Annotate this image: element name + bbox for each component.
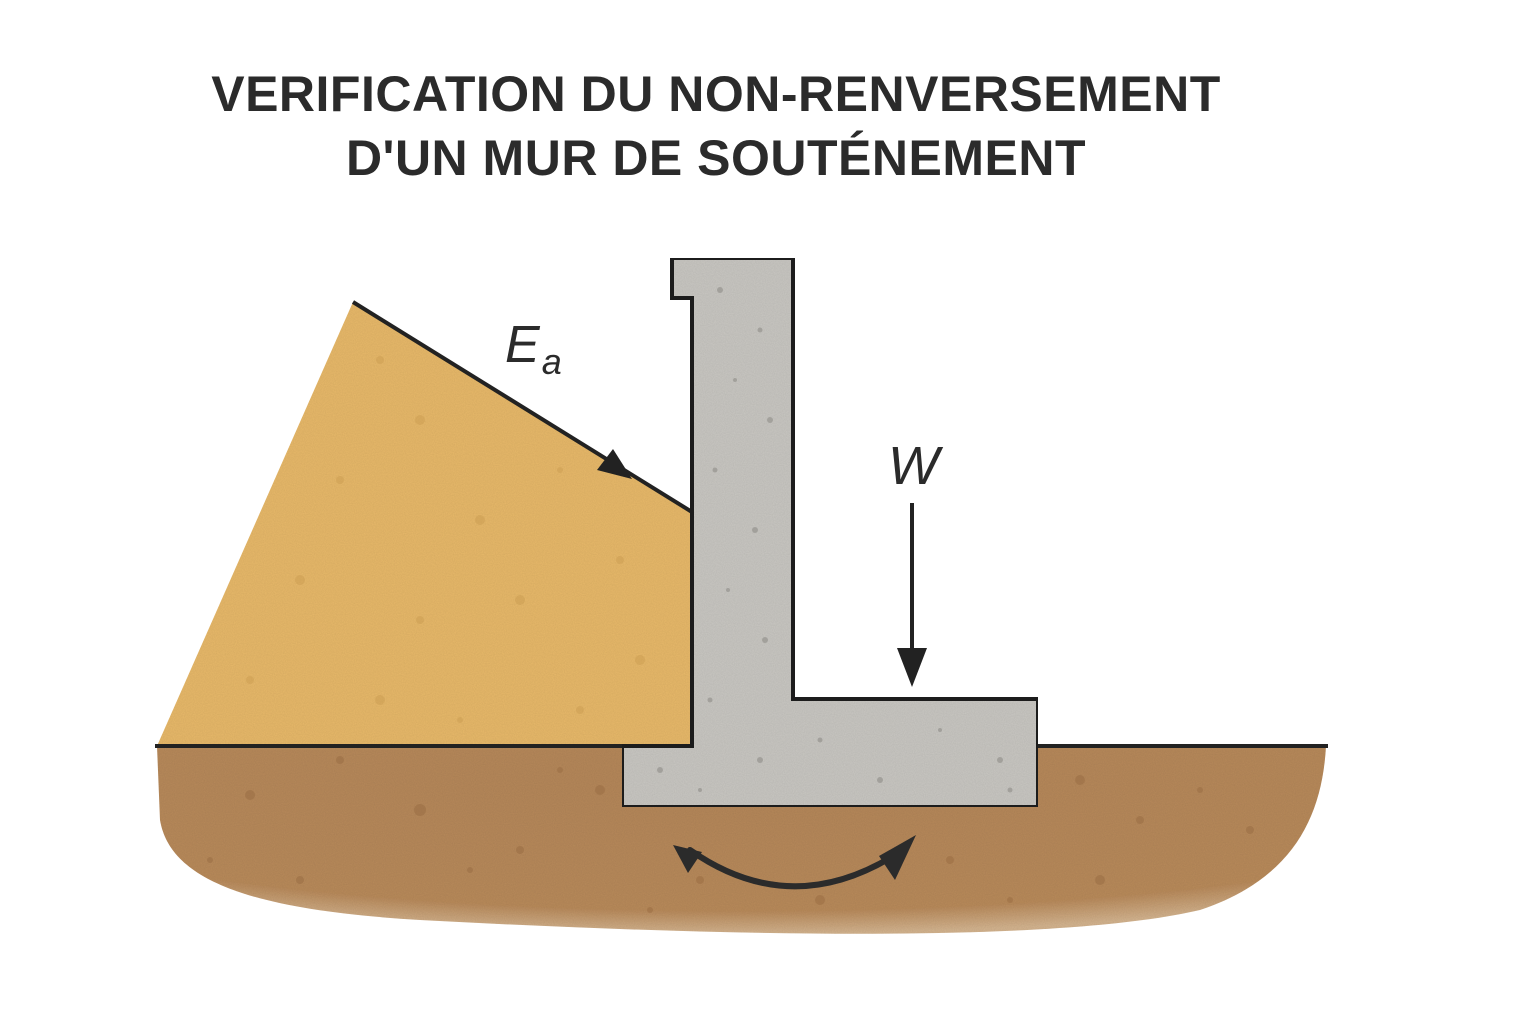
- backfill-surface-line: [351, 300, 694, 514]
- backfill-soil: [157, 300, 694, 746]
- arrowhead-icon: [597, 449, 632, 479]
- rotate-left-arrowhead-icon: [673, 845, 702, 873]
- title-line-2: D'UN MUR DE SOUTÉNEMENT: [345, 130, 1087, 186]
- rotate-right-arrowhead-icon: [879, 835, 916, 880]
- active-thrust-label: Ea: [505, 316, 562, 382]
- weight-arrow: [897, 503, 927, 687]
- retaining-wall: [620, 256, 1040, 809]
- arrow-down-icon: [897, 648, 927, 687]
- title-line-1: VERIFICATION DU NON-RENVERSEMENT: [211, 66, 1221, 122]
- rotation-arrow: [673, 835, 916, 890]
- weight-label: W: [888, 436, 944, 496]
- diagram-title: VERIFICATION DU NON-RENVERSEMENT D'UN MU…: [0, 62, 1432, 190]
- active-thrust-arrow: [597, 449, 632, 479]
